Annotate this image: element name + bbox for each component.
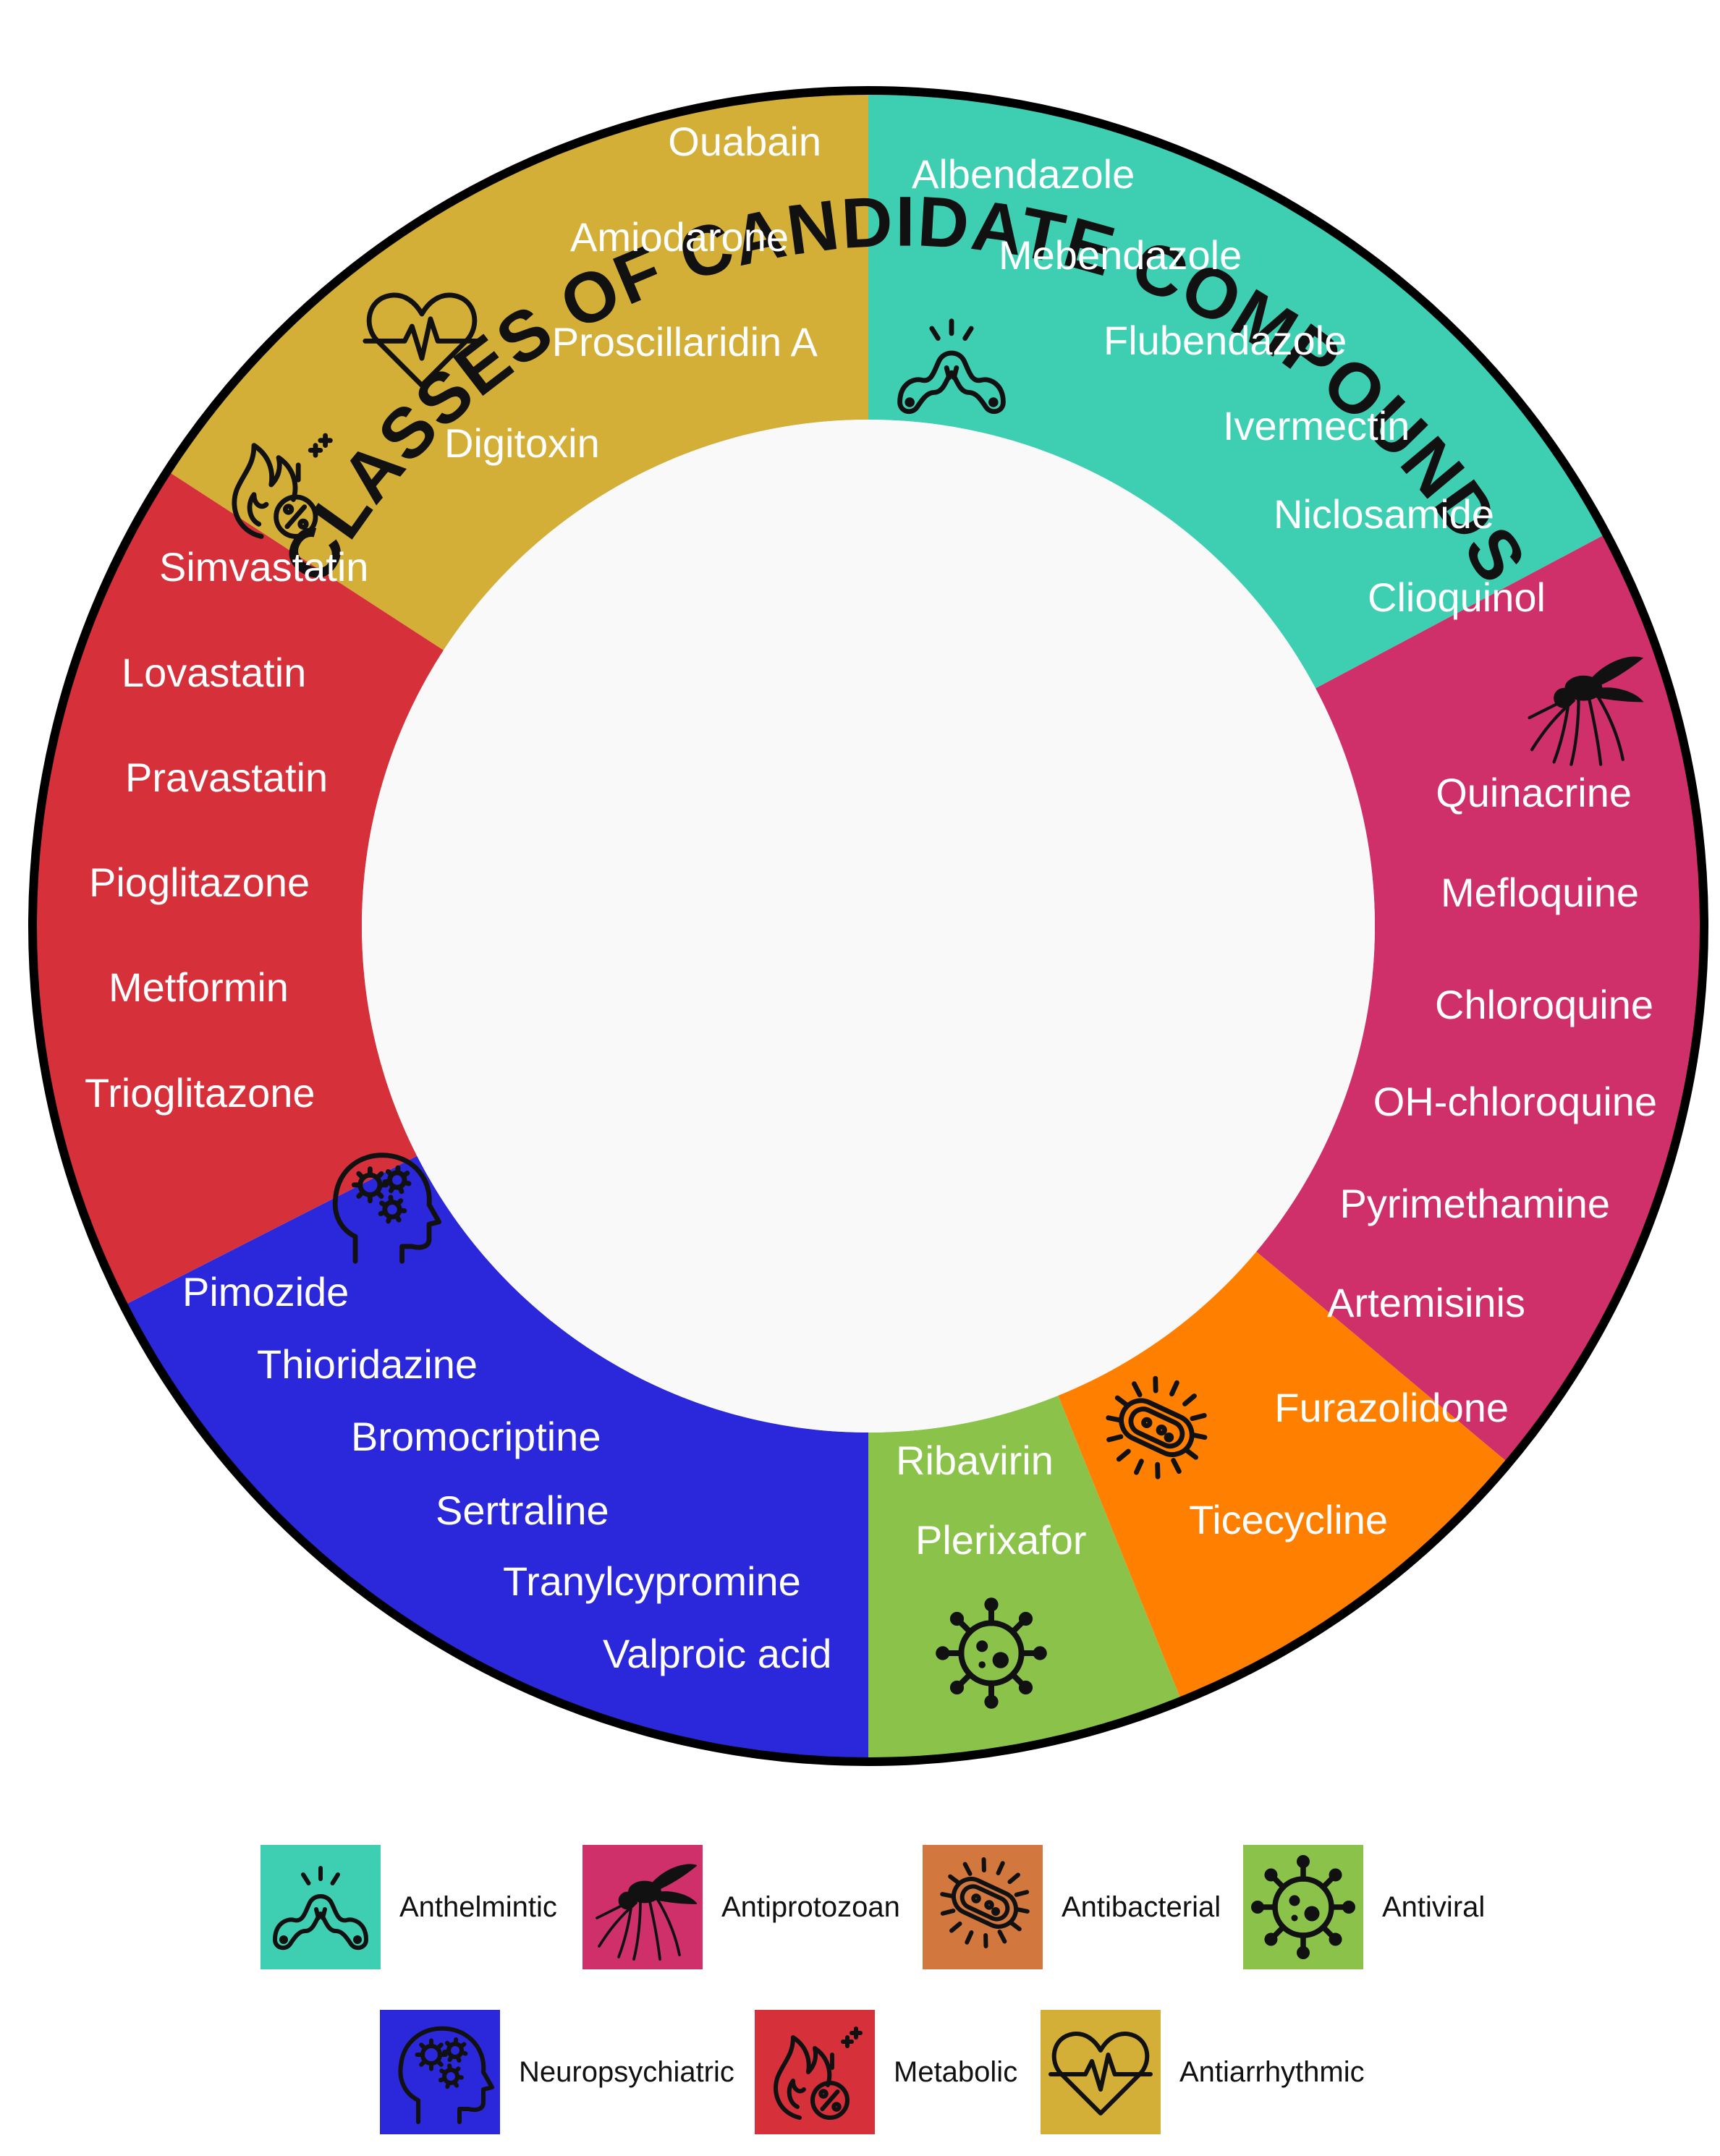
compound-label: Ribavirin: [896, 1438, 1054, 1483]
compound-label: Pyrimethamine: [1340, 1181, 1610, 1226]
legend-label: Antibacterial: [1062, 1890, 1221, 1923]
legend-swatch: [260, 1845, 381, 1969]
legend-swatch: [755, 2010, 875, 2134]
legend-item-antibacterial: Antibacterial: [923, 1845, 1221, 1969]
compound-label: Furazolidone: [1274, 1385, 1509, 1430]
compound-label: Trioglitazone: [85, 1070, 315, 1116]
bacterium-icon: [940, 1857, 1030, 1948]
bacterium-icon: [1106, 1375, 1208, 1480]
heart-pulse-icon: [363, 292, 481, 389]
compound-label: Quinacrine: [1436, 770, 1632, 815]
legend-label: Metabolic: [894, 2055, 1018, 2088]
inner-hole: [362, 420, 1375, 1433]
compound-label: Pimozide: [182, 1269, 349, 1315]
legend-item-metabolic: Metabolic: [755, 2010, 1017, 2134]
compound-label: Ticecycline: [1189, 1497, 1388, 1542]
segment-antiviral: [868, 1396, 1182, 1762]
segment-neuropsychiatric: [123, 1155, 869, 1762]
legend-item-antiarrhythmic: Antiarrhythmic: [1041, 2010, 1365, 2134]
compound-label: Clioquinol: [1368, 574, 1546, 620]
compound-label: Ivermectin: [1223, 403, 1410, 449]
heart-pulse-icon: [1048, 2032, 1153, 2115]
compound-label: Sertraline: [436, 1487, 609, 1533]
legend-swatch: [380, 2010, 500, 2134]
compound-label: Amiodarone: [570, 214, 789, 260]
compound-label: Mefloquine: [1441, 870, 1639, 915]
worm-icon: [897, 318, 1006, 415]
segment-antiprotozoan: [1256, 533, 1704, 1464]
outer-ring: [28, 86, 1708, 1766]
segment-antibacterial: [1058, 1251, 1509, 1701]
segment-metabolic: [32, 470, 444, 1306]
legend-swatch: [1041, 2010, 1161, 2134]
compound-label: Proscillaridin A: [552, 319, 818, 365]
head-gears-icon: [398, 2026, 494, 2124]
segment-antiarrhythmic: [167, 90, 868, 650]
mosquito-icon: [1528, 656, 1644, 766]
head-gears-icon: [332, 1153, 442, 1264]
compound-label: Bromocriptine: [351, 1414, 601, 1459]
compound-label: Niclosamide: [1274, 491, 1494, 537]
legend-item-neuropsychiatric: Neuropsychiatric: [380, 2010, 734, 2134]
mosquito-icon: [596, 1864, 697, 1961]
flame-percent-icon: [774, 2026, 863, 2120]
legend-label: Anthelmintic: [399, 1890, 557, 1923]
flame-percent-icon: [232, 433, 333, 539]
legend-swatch: [582, 1845, 703, 1969]
virus-icon: [936, 1597, 1047, 1709]
compound-label: Plerixafor: [915, 1517, 1087, 1563]
compound-label: Flubendazole: [1103, 318, 1347, 363]
legend-label: Antiprotozoan: [721, 1890, 900, 1923]
compound-label: Chloroquine: [1435, 982, 1653, 1027]
legend-label: Neuropsychiatric: [519, 2055, 734, 2088]
segment-anthelmintic: [868, 90, 1606, 689]
compound-class-wheel: CLASSES OF CANDIDATE COMPOUNDS OuabainAm…: [28, 86, 1708, 1766]
compound-label: Digitoxin: [444, 420, 600, 466]
compound-label: Artemisinis: [1327, 1280, 1525, 1325]
compound-label: Pravastatin: [125, 755, 328, 800]
compound-label: Mebendazole: [999, 232, 1242, 278]
compound-label: Ouabain: [668, 119, 821, 164]
compound-label: Lovastatin: [122, 650, 306, 695]
compound-label: Thioridazine: [257, 1341, 478, 1387]
compound-label: Metformin: [109, 964, 289, 1010]
compound-label: Tranylcypromine: [503, 1558, 801, 1604]
legend-label: Antiviral: [1382, 1890, 1486, 1923]
virus-icon: [1251, 1855, 1355, 1959]
legend-label: Antiarrhythmic: [1179, 2055, 1365, 2088]
legend-item-antiprotozoan: Antiprotozoan: [582, 1845, 900, 1969]
legend-swatch: [923, 1845, 1043, 1969]
worm-icon: [273, 1866, 368, 1951]
compound-label: Valproic acid: [603, 1631, 831, 1676]
compound-label: Simvastatin: [159, 544, 368, 590]
legend-swatch: [1243, 1845, 1363, 1969]
legend-item-anthelmintic: Anthelmintic: [260, 1845, 557, 1969]
legend-item-antiviral: Antiviral: [1243, 1845, 1485, 1969]
compound-label: Pioglitazone: [89, 860, 310, 905]
compound-label: OH-chloroquine: [1373, 1079, 1657, 1124]
compound-label: Albendazole: [912, 151, 1135, 197]
